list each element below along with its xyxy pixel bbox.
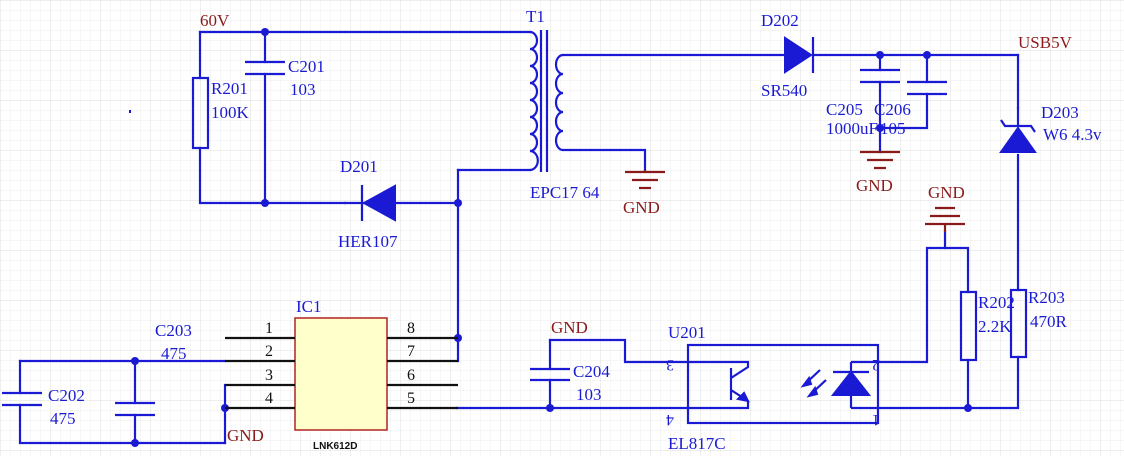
u201-pin-1: 1 <box>872 411 880 428</box>
d201-value: HER107 <box>338 232 398 251</box>
ic1-pin-1: 1 <box>265 320 273 337</box>
gnd-secondary-label: GND <box>623 198 660 217</box>
gnd-c205-symbol <box>860 150 900 170</box>
r203-resistor <box>1009 288 1028 359</box>
u201-value: EL817C <box>668 434 726 453</box>
c203-value: 475 <box>161 344 187 363</box>
d202-ref: D202 <box>761 11 799 30</box>
r202-ref: R202 <box>978 293 1015 312</box>
gnd-c205-label: GND <box>856 176 893 195</box>
c205-capacitor <box>860 68 900 84</box>
ic1-lnk612d: 1 2 3 4 8 7 6 5 <box>225 317 458 431</box>
c204-value: 103 <box>576 385 602 404</box>
t1-ref: T1 <box>526 7 545 26</box>
ic1-value: LNK612D <box>313 441 357 452</box>
gnd-secondary-symbol <box>625 170 665 190</box>
ic1-ref: IC1 <box>296 297 322 316</box>
r201-ref: R201 <box>211 79 248 98</box>
ic1-pin-4: 4 <box>265 390 273 407</box>
c203-capacitor <box>115 401 155 417</box>
c206-capacitor <box>907 80 947 96</box>
u201-ref: U201 <box>668 323 706 342</box>
gnd-feedback-symbol <box>925 206 965 232</box>
c206-ref: C206 <box>874 100 911 119</box>
d202-diode <box>784 36 815 74</box>
ic1-pin-3: 3 <box>265 367 273 384</box>
c202-ref: C202 <box>48 386 85 405</box>
gnd-feedback-label: GND <box>928 183 965 202</box>
t1-transformer <box>529 30 564 172</box>
gnd-ic-label: GND <box>227 426 264 445</box>
d203-ref: D203 <box>1041 103 1079 122</box>
ic1-pin-6: 6 <box>407 367 415 384</box>
c205-value: 1000uF <box>826 119 878 138</box>
r201-value: 100K <box>211 103 250 122</box>
net-usb5v-label: USB5V <box>1018 33 1073 52</box>
ic1-pin-7: 7 <box>407 343 415 360</box>
r203-ref: R203 <box>1028 288 1065 307</box>
ic1-pin-8: 8 <box>407 320 415 337</box>
r203-value: 470R <box>1030 312 1068 331</box>
t1-value: EPC17 64 <box>530 183 600 202</box>
u201-pin-3: 3 <box>666 356 674 373</box>
c205-ref: C205 <box>826 100 863 119</box>
ic1-pin-5: 5 <box>407 390 415 407</box>
r202-value: 2.2K <box>978 317 1012 336</box>
d203-value: W6 4.3v <box>1043 125 1102 144</box>
c201-ref: C201 <box>288 57 325 76</box>
c202-capacitor <box>2 391 42 407</box>
c201-capacitor <box>245 60 285 76</box>
stray-mark <box>129 110 131 113</box>
d201-ref: D201 <box>340 157 378 176</box>
net-60v-label: 60V <box>200 11 230 30</box>
r202-resistor <box>959 290 978 362</box>
c203-ref: C203 <box>155 321 192 340</box>
u201-pin-2: 2 <box>872 356 880 373</box>
d201-diode <box>343 184 396 222</box>
gnd-c204-label: GND <box>551 318 588 337</box>
d202-value: SR540 <box>761 81 807 100</box>
r201-resistor <box>191 76 210 150</box>
d203-zener <box>999 106 1037 153</box>
u201-pin-4: 4 <box>666 411 674 428</box>
c206-value: 105 <box>880 119 906 138</box>
u201-optocoupler <box>686 343 880 425</box>
wires <box>18 30 1020 445</box>
junction-dots <box>131 28 972 447</box>
c201-value: 103 <box>290 80 316 99</box>
c204-ref: C204 <box>573 362 610 381</box>
c204-capacitor <box>530 367 570 382</box>
c202-value: 475 <box>50 409 76 428</box>
ic1-pin-2: 2 <box>265 343 273 360</box>
